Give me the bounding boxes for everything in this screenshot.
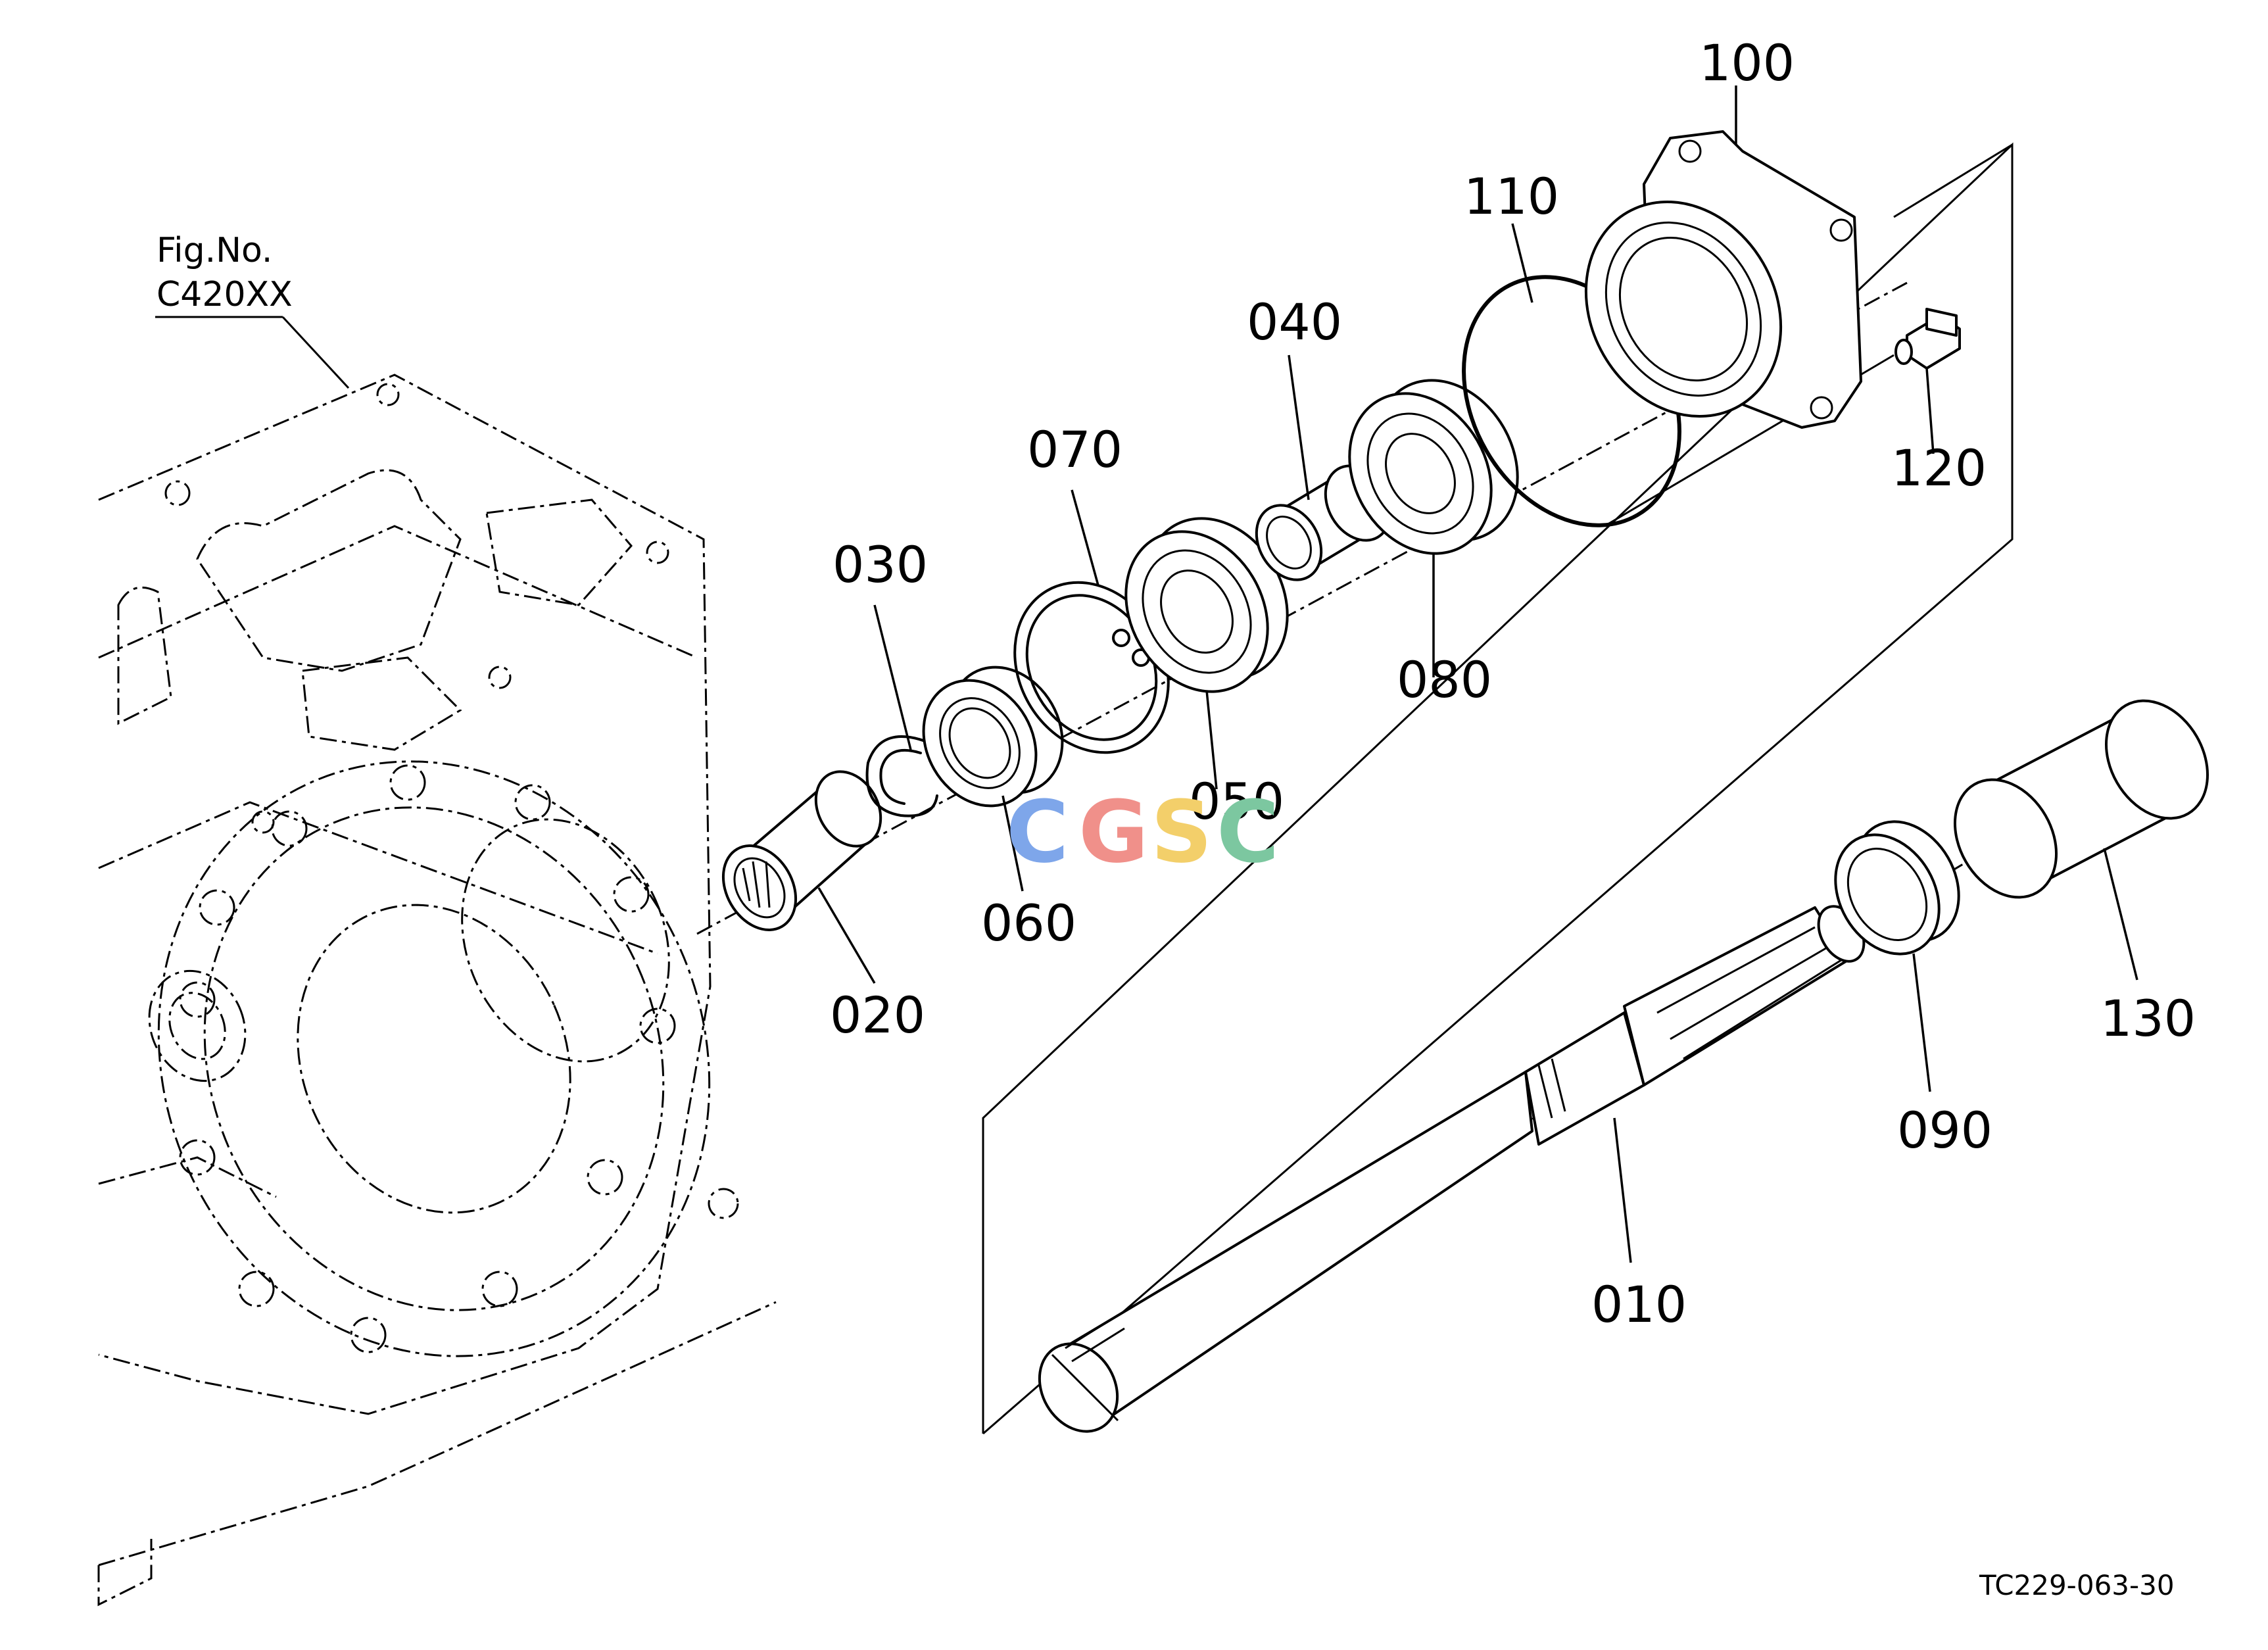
flange-bolt-holes <box>179 764 676 1353</box>
label-100: 100 <box>1699 34 1795 92</box>
label-090: 090 <box>1897 1101 1992 1159</box>
housing-cavity-2 <box>117 586 172 725</box>
housing-boss-3 <box>646 541 669 564</box>
label-050: 050 <box>1189 772 1284 831</box>
housing-foot <box>97 1539 153 1607</box>
housing-boss-6 <box>708 1188 739 1219</box>
label-060: 060 <box>981 894 1076 952</box>
part-020-needle-bearing <box>721 770 882 931</box>
housing-left-boss-hole <box>168 992 226 1060</box>
part-040-collar <box>1255 464 1392 581</box>
label-130: 130 <box>2100 989 2196 1048</box>
housing-boss-1 <box>376 383 400 406</box>
housing-lower-edge <box>98 1156 277 1198</box>
housing-flange-outer <box>157 760 711 1357</box>
part-100-bearing-case <box>1584 130 1862 429</box>
part-060-oil-seal <box>922 666 1064 808</box>
housing-boss-5 <box>251 810 275 834</box>
watermark-letter-4: C <box>1217 782 1279 882</box>
housing-left-boss <box>148 969 247 1082</box>
label-120: 120 <box>1891 439 1987 497</box>
label-110: 110 <box>1464 167 1559 226</box>
part-080-ball-bearing <box>1348 379 1519 555</box>
label-040: 040 <box>1247 293 1342 351</box>
housing-mid-edge <box>98 801 658 955</box>
cgsc-watermark: C G S C <box>1006 782 1279 882</box>
housing-cavity-4 <box>301 656 462 751</box>
part-130-cap <box>1953 699 2209 899</box>
watermark-letter-2: G <box>1078 782 1149 882</box>
transmission-housing <box>97 374 777 1607</box>
housing-top-edge <box>98 525 698 659</box>
leader-lines <box>817 85 2138 1263</box>
housing-boss-2 <box>164 480 191 506</box>
housing-cavity-3 <box>485 498 633 606</box>
label-070: 070 <box>1027 420 1122 479</box>
part-labels: 100 110 040 070 030 120 080 050 060 020 … <box>830 34 2196 1334</box>
part-050-ball-bearing <box>1124 517 1289 693</box>
label-030: 030 <box>832 535 928 594</box>
part-030-snap-ring <box>865 735 938 817</box>
fig-label: Fig.No. <box>157 231 272 270</box>
frame-line-100 <box>1893 143 2013 218</box>
part-010-pto-shaft <box>1038 905 1866 1433</box>
fig-number: C420XX <box>157 275 293 314</box>
part-120-plug <box>1894 308 1961 370</box>
figure-reference: Fig.No. C420XX <box>155 231 350 389</box>
housing-bore <box>297 904 571 1214</box>
label-020: 020 <box>830 986 925 1044</box>
watermark-letter-1: C <box>1006 782 1069 882</box>
housing-boss-4 <box>488 666 512 689</box>
watermark-letter-3: S <box>1151 782 1213 882</box>
housing-base-edge <box>98 1301 777 1566</box>
fig-leader <box>281 316 350 389</box>
housing-cavity-1 <box>196 469 462 672</box>
part-090-oil-seal <box>1834 820 1960 956</box>
housing-seat <box>461 818 670 1063</box>
label-010: 010 <box>1591 1275 1687 1334</box>
housing-outline <box>98 374 712 1415</box>
label-080: 080 <box>1397 650 1492 709</box>
housing-flange-ring <box>203 806 665 1311</box>
diagram-reference: TC229-063-30 <box>1979 1569 2175 1601</box>
